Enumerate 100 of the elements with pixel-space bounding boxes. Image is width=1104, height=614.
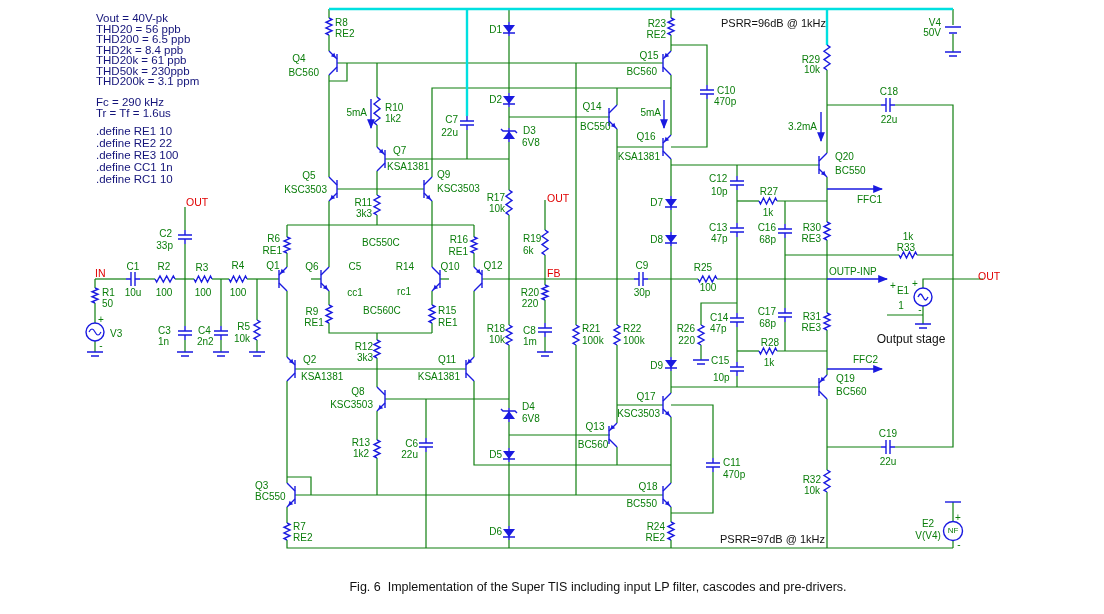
component-label: R30	[802, 223, 821, 233]
component-label: R15	[438, 306, 457, 316]
component-label: 100k	[582, 336, 604, 346]
component-label: 2n2	[197, 337, 214, 347]
component-label: 10k	[488, 335, 505, 345]
component-label: +	[912, 279, 918, 289]
component-label: Q17	[636, 392, 656, 402]
component-label: R1	[102, 288, 115, 298]
simulation-note: THD200 = 6.5 ppb	[96, 34, 191, 46]
component-label: BC550	[835, 166, 866, 176]
component-label: R11	[354, 198, 372, 208]
component-label: RE3	[801, 323, 821, 333]
component-label: R6	[267, 234, 280, 244]
component-label: D2	[489, 95, 502, 105]
component-label: R16	[449, 235, 468, 245]
component-label: D1	[489, 25, 502, 35]
component-label: KSC3503	[284, 185, 327, 195]
simulation-note: Vout = 40V-pk	[96, 13, 168, 25]
component-label: 10k	[233, 334, 250, 344]
component-label: 1n	[158, 337, 170, 347]
component-label: -	[918, 305, 922, 315]
component-label: C3	[158, 326, 171, 336]
component-label: Q12	[483, 261, 503, 271]
component-label: R25	[693, 263, 713, 273]
component-label: 100	[194, 288, 212, 298]
component-label: Q11	[437, 355, 457, 365]
component-label: BC560	[626, 67, 657, 77]
component-label: C2	[159, 229, 172, 239]
simulation-note: THD200k = 3.1 ppm	[96, 76, 200, 88]
component-label: R20	[520, 288, 540, 298]
component-label: FFC2	[853, 355, 878, 365]
component-label: 220	[678, 336, 695, 346]
component-label: FFC1	[857, 195, 882, 205]
component-label: 33p	[156, 241, 173, 251]
component-label: 6V8	[522, 414, 540, 424]
component-label: 10k	[488, 204, 505, 214]
component-label: 50V	[923, 28, 941, 38]
component-label: R2	[157, 262, 171, 272]
component-label: R26	[676, 324, 695, 334]
simulation-note: .define RE3 100	[96, 150, 179, 162]
component-label: D7	[650, 198, 663, 208]
component-label: C4	[198, 326, 211, 336]
component-label: BC550	[626, 499, 657, 509]
component-label: R28	[760, 338, 780, 348]
component-label: Q10	[440, 262, 460, 272]
component-label: R12	[354, 342, 373, 352]
component-label: 1k2	[385, 114, 402, 124]
component-label: KSA1381	[417, 372, 460, 382]
component-label: 1	[898, 301, 904, 311]
component-label: Q19	[836, 374, 855, 384]
component-label: C12	[709, 174, 728, 184]
component-label: KSA1381	[387, 162, 430, 172]
net-label: IN	[95, 267, 106, 279]
component-label: BC550	[580, 122, 611, 132]
component-label: C7	[445, 115, 458, 125]
component-label: -	[957, 540, 961, 550]
net-label: OUT	[186, 196, 209, 208]
component-label: RE2	[645, 533, 665, 543]
component-label: D4	[522, 402, 535, 412]
component-label: 5mA	[640, 108, 661, 118]
component-label: R14	[395, 262, 415, 272]
component-label: Q6	[305, 262, 319, 272]
component-label: C9	[635, 261, 649, 271]
component-label: C13	[709, 223, 728, 233]
component-label: 1k	[762, 208, 774, 218]
component-label: 100k	[623, 336, 645, 346]
component-label: BC560	[836, 387, 867, 397]
component-label: Q5	[302, 171, 316, 181]
component-label: RE2	[335, 29, 355, 39]
component-label: 47p	[710, 324, 727, 334]
component-label: R21	[582, 324, 601, 334]
component-label: R3	[195, 263, 209, 273]
component-label: BC550	[255, 492, 286, 502]
component-label: 100	[699, 283, 717, 293]
component-label: R13	[351, 438, 370, 448]
component-label: cc1	[347, 288, 363, 298]
component-label: R7	[293, 522, 306, 532]
component-label: 10k	[803, 486, 820, 496]
component-label: +	[890, 281, 896, 291]
component-label: R33	[896, 243, 916, 253]
annotation-text: PSRR=96dB @ 1kHz	[721, 17, 826, 29]
component-label: KSA1381	[617, 152, 660, 162]
component-label: R18	[486, 324, 505, 334]
simulation-note: .define RC1 10	[96, 174, 173, 186]
net-label: OUT	[978, 270, 1001, 282]
component-label: Q7	[393, 146, 407, 156]
component-label: 3k3	[356, 353, 373, 363]
component-label: C16	[757, 223, 776, 233]
annotation-text: PSRR=97dB @ 1kHz	[720, 533, 825, 545]
component-label: D8	[650, 235, 663, 245]
component-label: RE3	[801, 234, 821, 244]
component-label: 1k2	[352, 449, 369, 459]
simulation-note: THD2k = 8.4 ppb	[96, 45, 184, 57]
component-label: 100	[155, 288, 173, 298]
component-label: C15	[711, 356, 730, 366]
component-label: rc1	[397, 287, 411, 297]
component-label: Q20	[835, 152, 854, 162]
component-label: E1	[896, 286, 910, 296]
component-label: C14	[710, 313, 729, 323]
net-label: FB	[547, 267, 561, 279]
